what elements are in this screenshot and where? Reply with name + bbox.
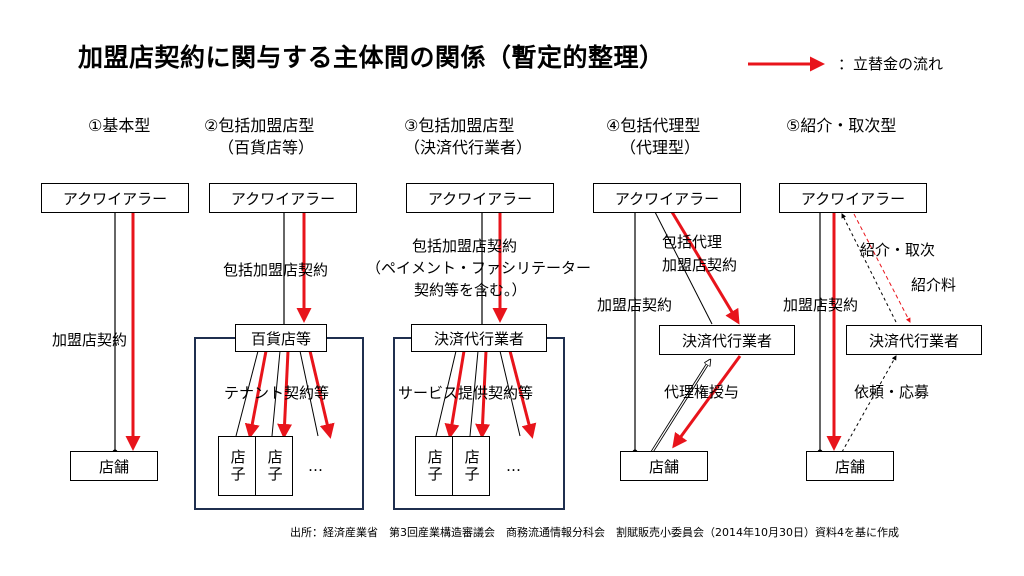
m1-contract-label: 加盟店契約 [52, 331, 128, 349]
m4-agency-contract-label-2: 加盟店契約 [662, 256, 738, 274]
legend-label: ：立替金の流れ [838, 55, 944, 73]
m1-acquirer-box: アクワイアラー [41, 183, 189, 213]
m3-service-contract-label: サービス提供契約等 [398, 384, 534, 402]
m4-red-down [670, 211, 740, 325]
m3-tenant-box-1: 店子 [415, 436, 453, 496]
source-footnote: 出所：経済産業省 第3回産業構造審議会 商務流通情報分科会 割賦販売小委員会（2… [290, 526, 899, 539]
m4-agency-arrow [651, 360, 710, 453]
m4-thin-line [654, 211, 713, 325]
m1-store-box: 店舗 [70, 451, 158, 481]
m3-tenant-2-label: 店子 [462, 449, 481, 483]
model-4-title: ④包括代理型 [606, 116, 701, 135]
m3-tenant-1-label: 店子 [425, 449, 444, 483]
m3-contract-label-3: 契約等を含む。） [414, 281, 527, 299]
m2-red-1 [244, 350, 268, 439]
m3-contract-label: 包括加盟店契約 [412, 237, 518, 255]
m3-line-2 [469, 350, 479, 437]
m2-tenant-1-label: 店子 [228, 449, 247, 483]
m5-store-box: 店舗 [806, 451, 894, 481]
m5-fee-line [853, 213, 911, 323]
m4-red-to-store [672, 355, 742, 449]
m2-ellipsis: … [308, 457, 323, 475]
m3-contract-label-2: （ペイメント・ファシリテーター [366, 259, 592, 277]
m5-fee-label: 紹介料 [911, 276, 957, 294]
m5-request-line [841, 355, 897, 453]
m3-red-1 [444, 350, 466, 439]
m4-authority-label: 代理権授与 [664, 383, 740, 401]
m5-payment-agent-box: 決済代行業者 [846, 325, 982, 355]
m2-line-2 [271, 350, 281, 437]
m5-referral-line [841, 213, 897, 323]
m3-red-3 [508, 350, 537, 439]
m2-tenant-box-2: 店子 [255, 436, 293, 496]
m2-line-3 [299, 350, 319, 437]
m4-agency-contract-label: 包括代理 [662, 233, 723, 251]
m2-red-2 [277, 350, 293, 439]
m4-acquirer-box: アクワイアラー [593, 183, 741, 213]
model-5-title: ⑤紹介・取次型 [786, 116, 897, 135]
m3-tenant-box-2: 店子 [452, 436, 490, 496]
model-2-subtitle: （百貨店等） [218, 138, 315, 157]
m4-store-box: 店舗 [620, 451, 708, 481]
m2-acquirer-box: アクワイアラー [209, 183, 357, 213]
m2-red-3 [308, 350, 335, 439]
m4-contract-label: 加盟店契約 [597, 296, 673, 314]
m3-red-2 [475, 350, 491, 439]
model-3-title: ③包括加盟店型 [404, 116, 515, 135]
m4-payment-agent-box: 決済代行業者 [659, 325, 795, 355]
m3-ellipsis: … [506, 457, 521, 475]
m5-contract-label: 加盟店契約 [783, 296, 859, 314]
m2-tenant-2-label: 店子 [265, 449, 284, 483]
m3-line-3 [499, 350, 521, 437]
m3-line-1 [435, 350, 457, 437]
m2-contract-label: 包括加盟店契約 [223, 261, 329, 279]
m5-request-label: 依頼・応募 [854, 383, 930, 401]
model-4-subtitle: （代理型） [620, 138, 701, 157]
m3-acquirer-box: アクワイアラー [406, 183, 554, 213]
m2-line-1 [235, 350, 259, 437]
model-3-subtitle: （決済代行業者） [404, 138, 533, 157]
m3-payment-agent-box: 決済代行業者 [411, 324, 547, 352]
m2-tenant-contract-label: テナント契約等 [224, 384, 330, 402]
m5-referral-label: 紹介・取次 [860, 241, 936, 259]
model-2-title: ②包括加盟店型 [204, 116, 315, 135]
page-title: 加盟店契約に関与する主体間の関係（暫定的整理） [78, 43, 665, 72]
m5-acquirer-box: アクワイアラー [779, 183, 927, 213]
m2-department-store-box: 百貨店等 [235, 324, 327, 352]
model-1-title: ①基本型 [88, 116, 151, 135]
m2-tenant-box-1: 店子 [218, 436, 256, 496]
